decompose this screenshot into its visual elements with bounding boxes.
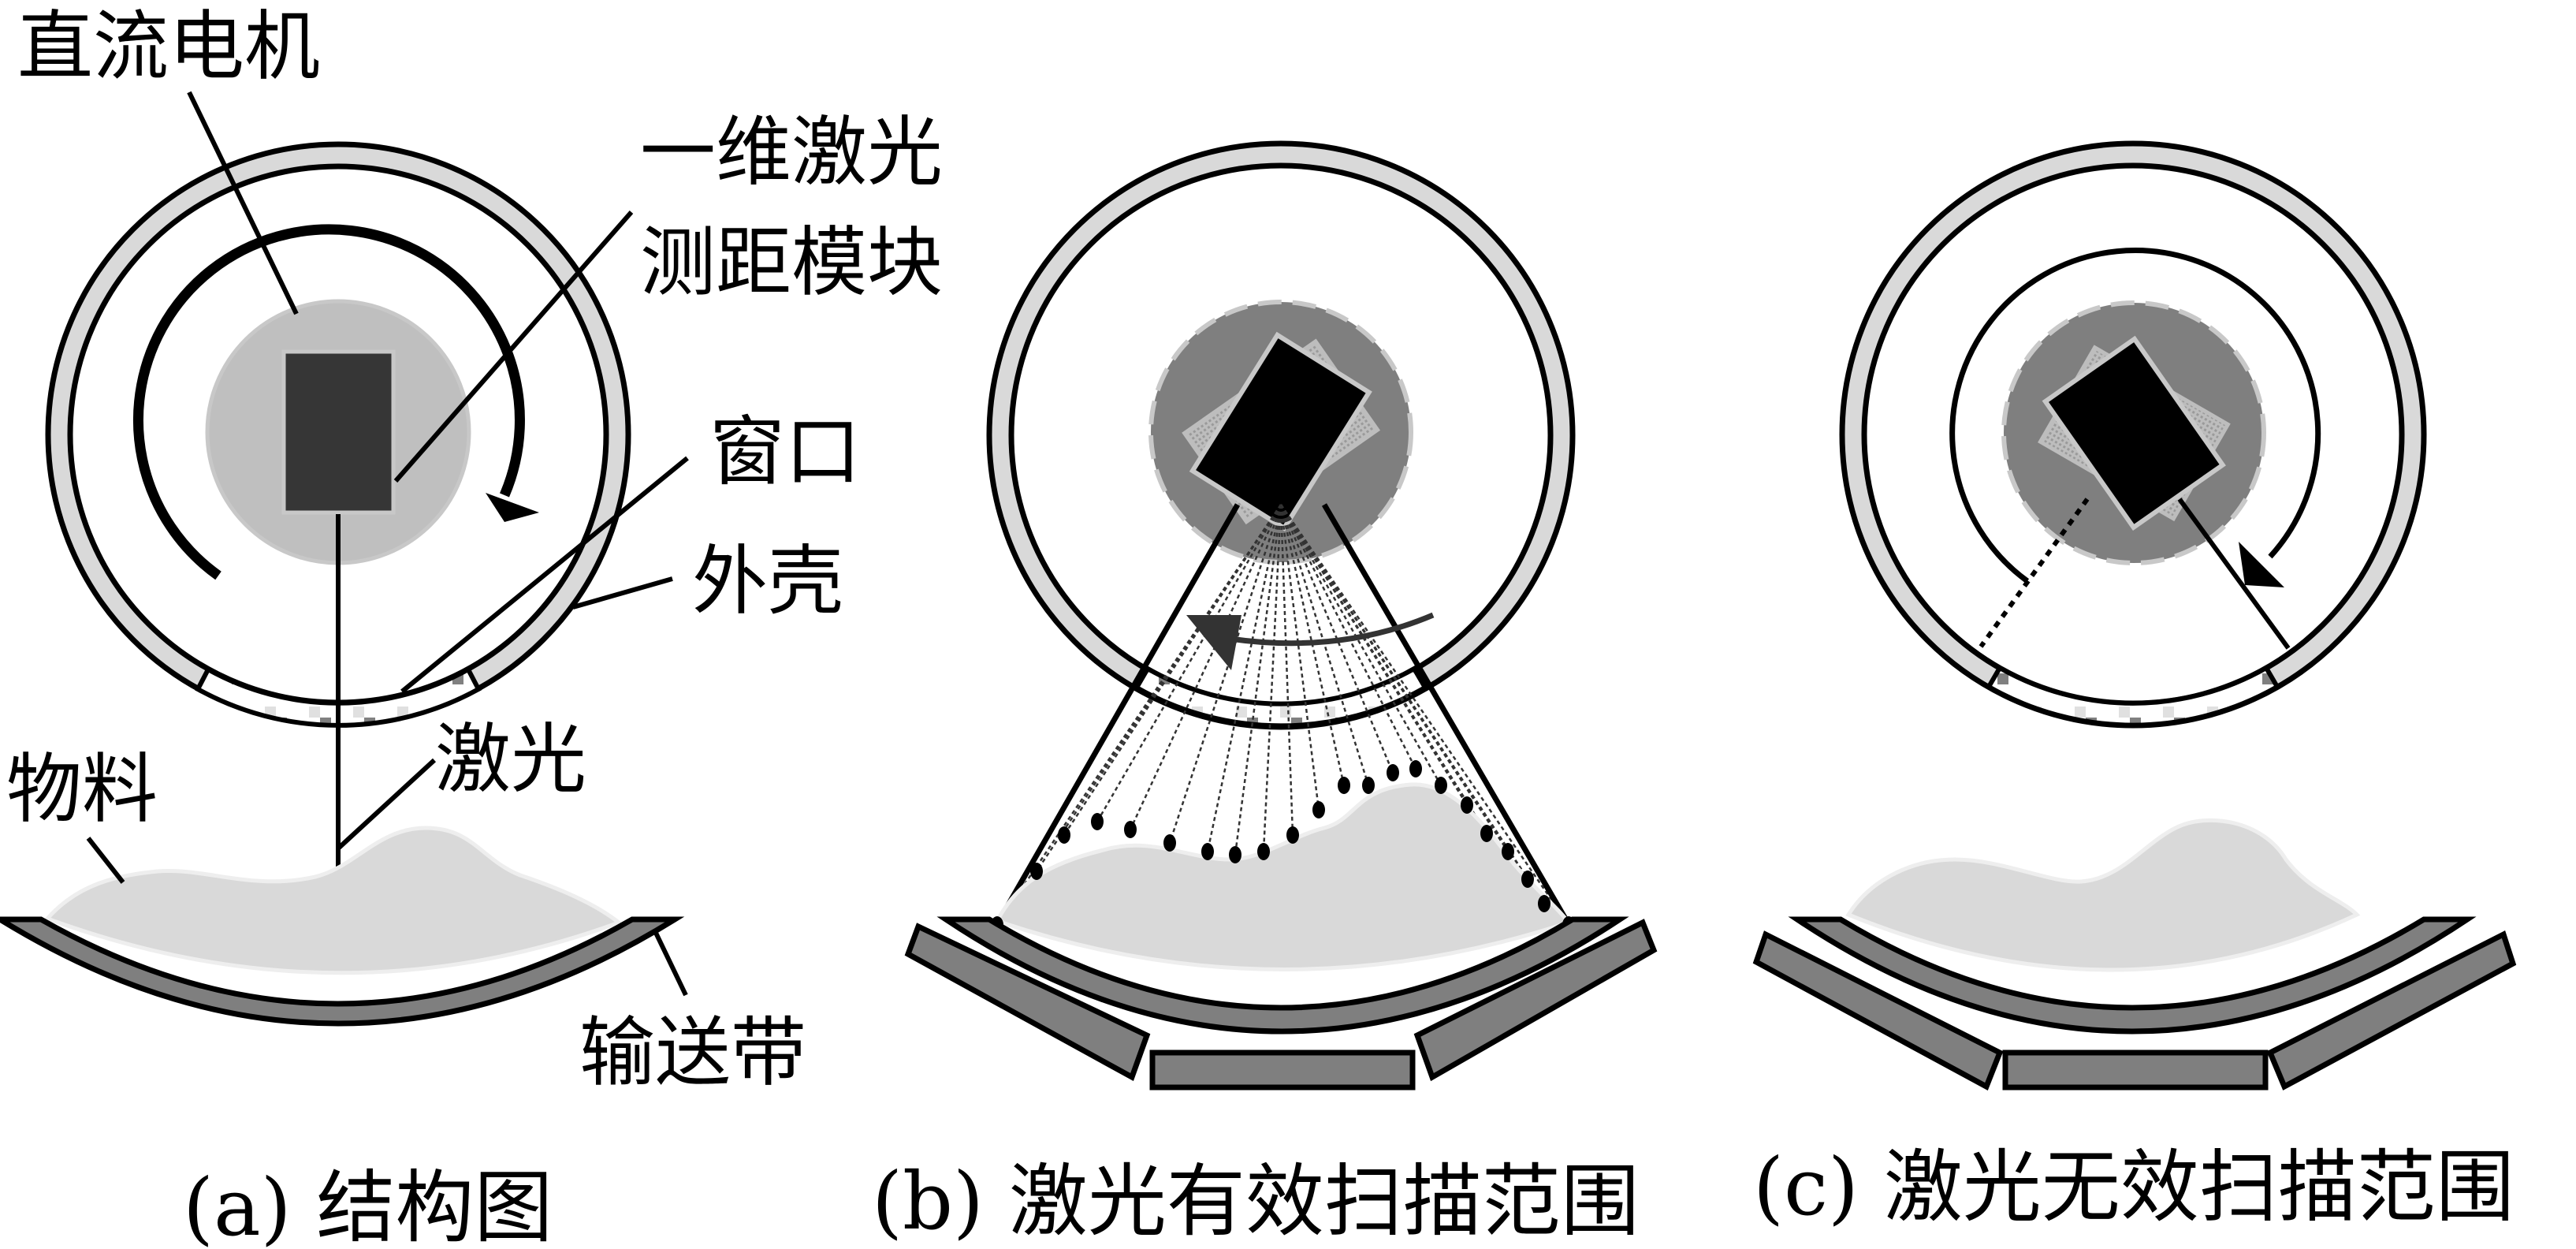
idler-roller-center bbox=[2002, 1050, 2269, 1091]
scan-hit-point bbox=[1030, 863, 1043, 880]
rotation-arrow-arc bbox=[132, 224, 525, 580]
label-conveyor-belt: 输送带 bbox=[579, 1009, 806, 1097]
scan-hit-point bbox=[1409, 760, 1422, 777]
window-segment bbox=[1133, 665, 1429, 729]
conveyor-belt bbox=[936, 916, 1629, 1035]
scan-direction-arc bbox=[1229, 612, 1435, 647]
scan-ray bbox=[1279, 504, 1294, 836]
scan-hit-point bbox=[1461, 796, 1473, 814]
scan-hit-point bbox=[1362, 777, 1375, 794]
scan-hit-point bbox=[1124, 821, 1137, 838]
rotation-arrowhead-icon bbox=[2239, 542, 2284, 587]
material-pile bbox=[1845, 818, 2361, 972]
laser-beam-blocked-solid bbox=[2177, 498, 2291, 650]
scan-fan bbox=[996, 504, 1570, 926]
idler-roller-center bbox=[1149, 1050, 1416, 1091]
scan-ray bbox=[1262, 504, 1282, 852]
scan-hit-point bbox=[1538, 895, 1550, 912]
scan-ray bbox=[1206, 504, 1282, 852]
scan-hit-point bbox=[1338, 777, 1350, 794]
scan-ray bbox=[1279, 504, 1370, 786]
material-pile bbox=[994, 782, 1573, 971]
leader-material bbox=[86, 837, 125, 884]
conveyor-belt bbox=[1788, 916, 2477, 1035]
scan-hit-point bbox=[1521, 871, 1534, 888]
leader-housing bbox=[572, 576, 673, 610]
caption-a: (a) 结构图 bbox=[183, 1161, 553, 1249]
scan-ray bbox=[1063, 504, 1282, 836]
scan-hit-point bbox=[1480, 825, 1493, 842]
scan-ray bbox=[996, 504, 1282, 926]
caption-c: (c) 激光无效扫描范围 bbox=[1753, 1141, 2515, 1233]
leader-conveyor-belt bbox=[653, 931, 688, 997]
laser-module-body bbox=[281, 349, 396, 515]
label-laser-module-line2: 测距模块 bbox=[640, 218, 943, 307]
leader-dc-motor bbox=[187, 91, 299, 315]
label-housing: 外壳 bbox=[692, 537, 843, 625]
idler-roller-left bbox=[904, 923, 1151, 1082]
label-dc-motor: 直流电机 bbox=[17, 2, 320, 91]
idler-roller-right bbox=[2266, 930, 2517, 1091]
scan-ray bbox=[1279, 504, 1546, 904]
panel-a-structure: 直流电机 一维激光 测距模块 窗口 外壳 激光 物料 输送带 (a) 结构图 bbox=[0, 2, 943, 1249]
panel-c-ineffective-scan: (c) 激光无效扫描范围 bbox=[1752, 140, 2517, 1233]
conveyor-belt bbox=[0, 916, 685, 1027]
scan-ray bbox=[1096, 504, 1282, 822]
label-laser-module-line1: 一维激光 bbox=[640, 108, 943, 196]
scan-hit-point bbox=[1286, 826, 1299, 844]
laser-beam-blocked-dotted bbox=[1979, 498, 2090, 648]
laser-module-body bbox=[1189, 331, 1372, 531]
window-segment bbox=[194, 666, 482, 728]
scan-hit-point bbox=[1163, 834, 1176, 852]
leader-laser-module bbox=[393, 211, 634, 483]
label-window: 窗口 bbox=[709, 408, 861, 496]
window-segment bbox=[1985, 664, 2281, 728]
scan-hit-point bbox=[1091, 813, 1104, 830]
rotation-arrow-arc bbox=[1949, 248, 2321, 583]
scan-edge-left bbox=[994, 503, 1241, 926]
label-material: 物料 bbox=[6, 745, 158, 833]
scan-direction-arrowhead-icon bbox=[1186, 615, 1241, 670]
material-pile bbox=[43, 826, 624, 975]
idler-roller-right bbox=[1413, 919, 1658, 1082]
rotation-arrowhead-icon bbox=[486, 493, 539, 522]
panel-b-effective-scan: (b) 激光有效扫描范围 bbox=[872, 140, 1658, 1247]
leader-laser bbox=[336, 758, 437, 851]
scan-ray bbox=[1234, 504, 1282, 856]
scan-ray bbox=[1168, 504, 1282, 844]
scan-hit-point bbox=[1257, 843, 1270, 860]
scan-hit-point bbox=[1229, 846, 1241, 863]
laser-module-body bbox=[2042, 335, 2226, 531]
scan-hit-point bbox=[1435, 777, 1447, 794]
scan-hit-point bbox=[1201, 843, 1214, 860]
label-laser: 激光 bbox=[435, 715, 586, 803]
idler-roller-left bbox=[1752, 930, 2004, 1091]
scan-hit-point bbox=[1502, 843, 1514, 860]
scan-ray bbox=[1279, 504, 1320, 811]
leader-window bbox=[400, 456, 689, 694]
scan-hit-point bbox=[1312, 801, 1325, 818]
scan-ray bbox=[1279, 504, 1488, 834]
scan-ray bbox=[1129, 504, 1282, 830]
caption-b: (b) 激光有效扫描范围 bbox=[872, 1155, 1640, 1247]
scan-hit-point bbox=[1387, 764, 1399, 781]
scan-edge-right bbox=[1321, 503, 1572, 926]
scan-hit-point bbox=[1058, 826, 1070, 844]
